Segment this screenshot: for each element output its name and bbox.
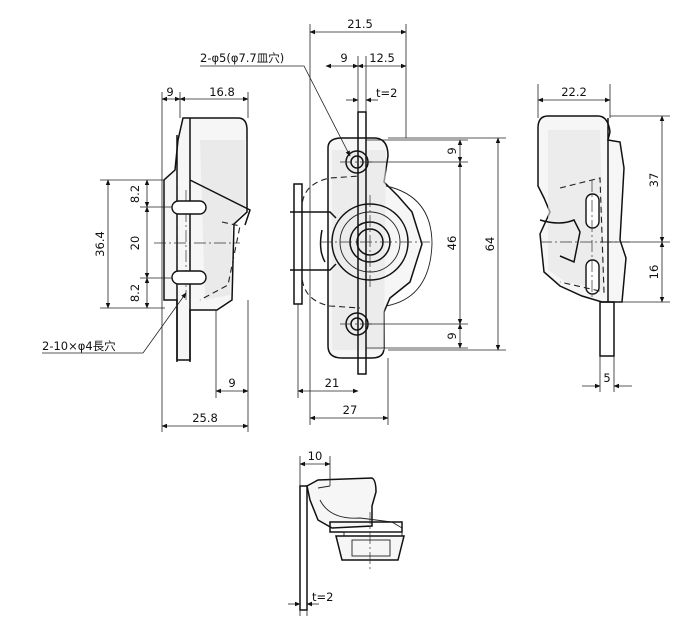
dim-bottom-t2: t=2 — [312, 590, 333, 604]
dim-front-36-4: 36.4 — [93, 231, 107, 257]
dim-center-9-top: 9 — [445, 147, 459, 154]
dim-center-21: 21 — [325, 376, 340, 390]
dim-front-8-2-bottom: 8.2 — [128, 284, 142, 302]
dim-bottom-10: 10 — [308, 449, 323, 463]
slot-top — [171, 200, 207, 215]
slot-note: 2-10×φ4長穴 — [42, 339, 116, 353]
dim-side-5: 5 — [603, 371, 610, 385]
dim-front-25-8: 25.8 — [192, 411, 218, 425]
dim-front-16-8: 16.8 — [209, 85, 235, 99]
dim-center-27: 27 — [343, 403, 358, 417]
dim-center-21-5: 21.5 — [347, 17, 373, 31]
dim-center-9: 9 — [340, 51, 347, 65]
dim-front-20: 20 — [128, 236, 142, 251]
bottom-view: 10 t=2 — [288, 449, 405, 616]
dim-center-46: 46 — [445, 236, 459, 251]
dim-center-t2: t=2 — [376, 86, 397, 100]
dim-side-37: 37 — [647, 173, 661, 188]
center-view: 21.5 9 12.5 2-φ5(φ7.7皿穴) t=2 9 46 9 64 2… — [200, 17, 506, 425]
side-view: 22.2 37 16 5 — [537, 84, 670, 392]
dim-center-9-bottom: 9 — [445, 332, 459, 339]
dim-front-8-2-top: 8.2 — [128, 185, 142, 203]
hole-note: 2-φ5(φ7.7皿穴) — [200, 51, 284, 65]
dim-side-22-2: 22.2 — [561, 85, 587, 99]
dim-side-16: 16 — [647, 265, 661, 280]
dim-front-9-bottom: 9 — [228, 376, 235, 390]
dim-center-64: 64 — [483, 237, 497, 252]
dim-center-12-5: 12.5 — [369, 51, 395, 65]
slot-bottom — [171, 270, 207, 285]
dim-front-9: 9 — [166, 85, 173, 99]
front-view: 9 16.8 36.4 8.2 20 8.2 9 25.8 2-10×φ4長穴 — [42, 85, 251, 432]
